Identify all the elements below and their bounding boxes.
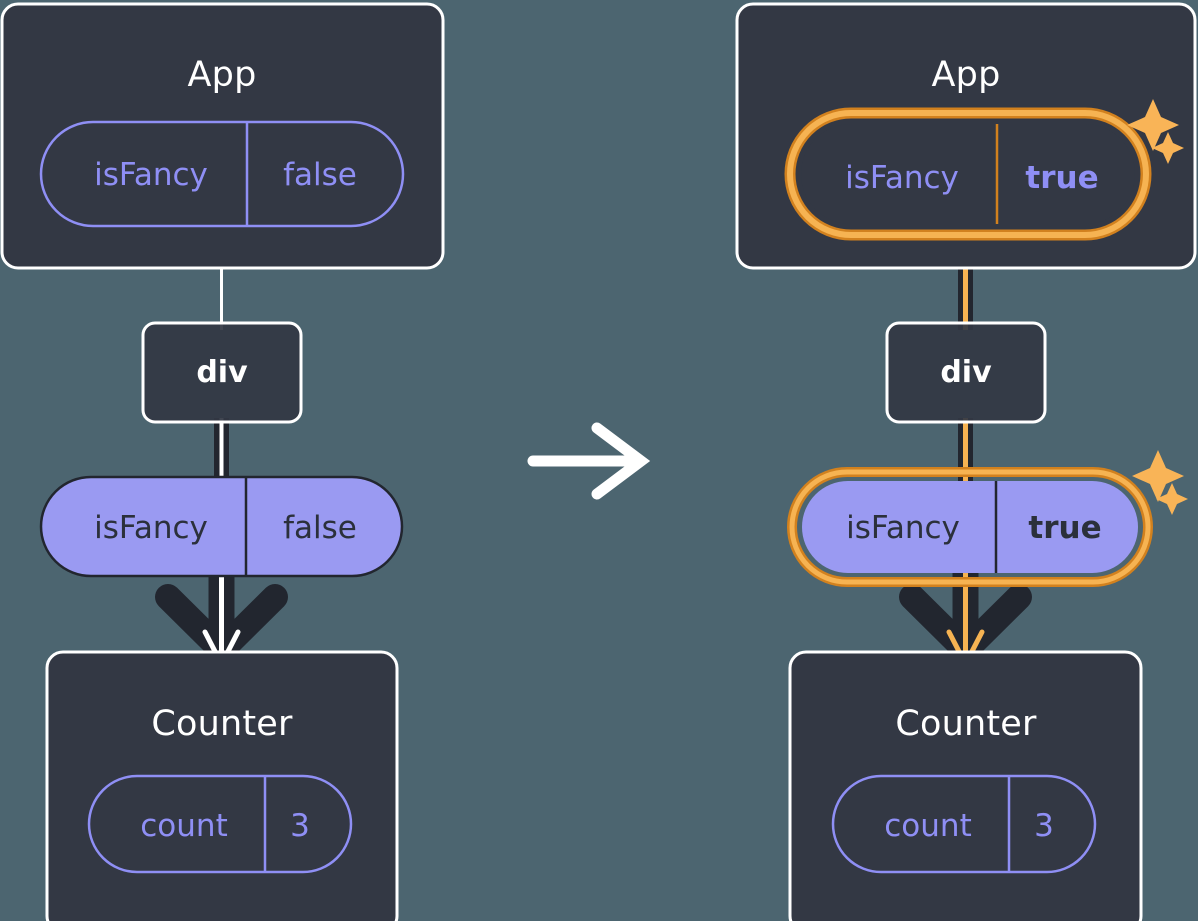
after-app-state-pill-highlight-inner <box>787 110 1149 238</box>
after-prop-pill-highlight-inner <box>789 469 1151 585</box>
after-prop-pill[interactable] <box>802 481 1138 573</box>
before-counter-panel[interactable] <box>45 650 399 921</box>
after-connectors <box>899 222 1032 667</box>
before-prop-pill[interactable] <box>39 475 404 578</box>
transition-arrow-right-icon <box>527 422 651 500</box>
before-counter-state-pill[interactable] <box>87 774 353 874</box>
after-prop-sparkle-icon <box>1132 450 1188 515</box>
after-app-state-pill[interactable] <box>801 124 1135 224</box>
before-dom-node-box[interactable] <box>141 321 303 424</box>
after-app-sparkle-icon <box>1127 99 1184 164</box>
before-app-panel[interactable] <box>0 2 445 270</box>
after-dom-node-box[interactable] <box>885 321 1047 424</box>
before-connectors <box>155 266 288 667</box>
after-counter-panel[interactable] <box>788 650 1143 921</box>
after-counter-state-pill[interactable] <box>831 774 1097 874</box>
before-app-state-pill[interactable] <box>39 120 405 228</box>
